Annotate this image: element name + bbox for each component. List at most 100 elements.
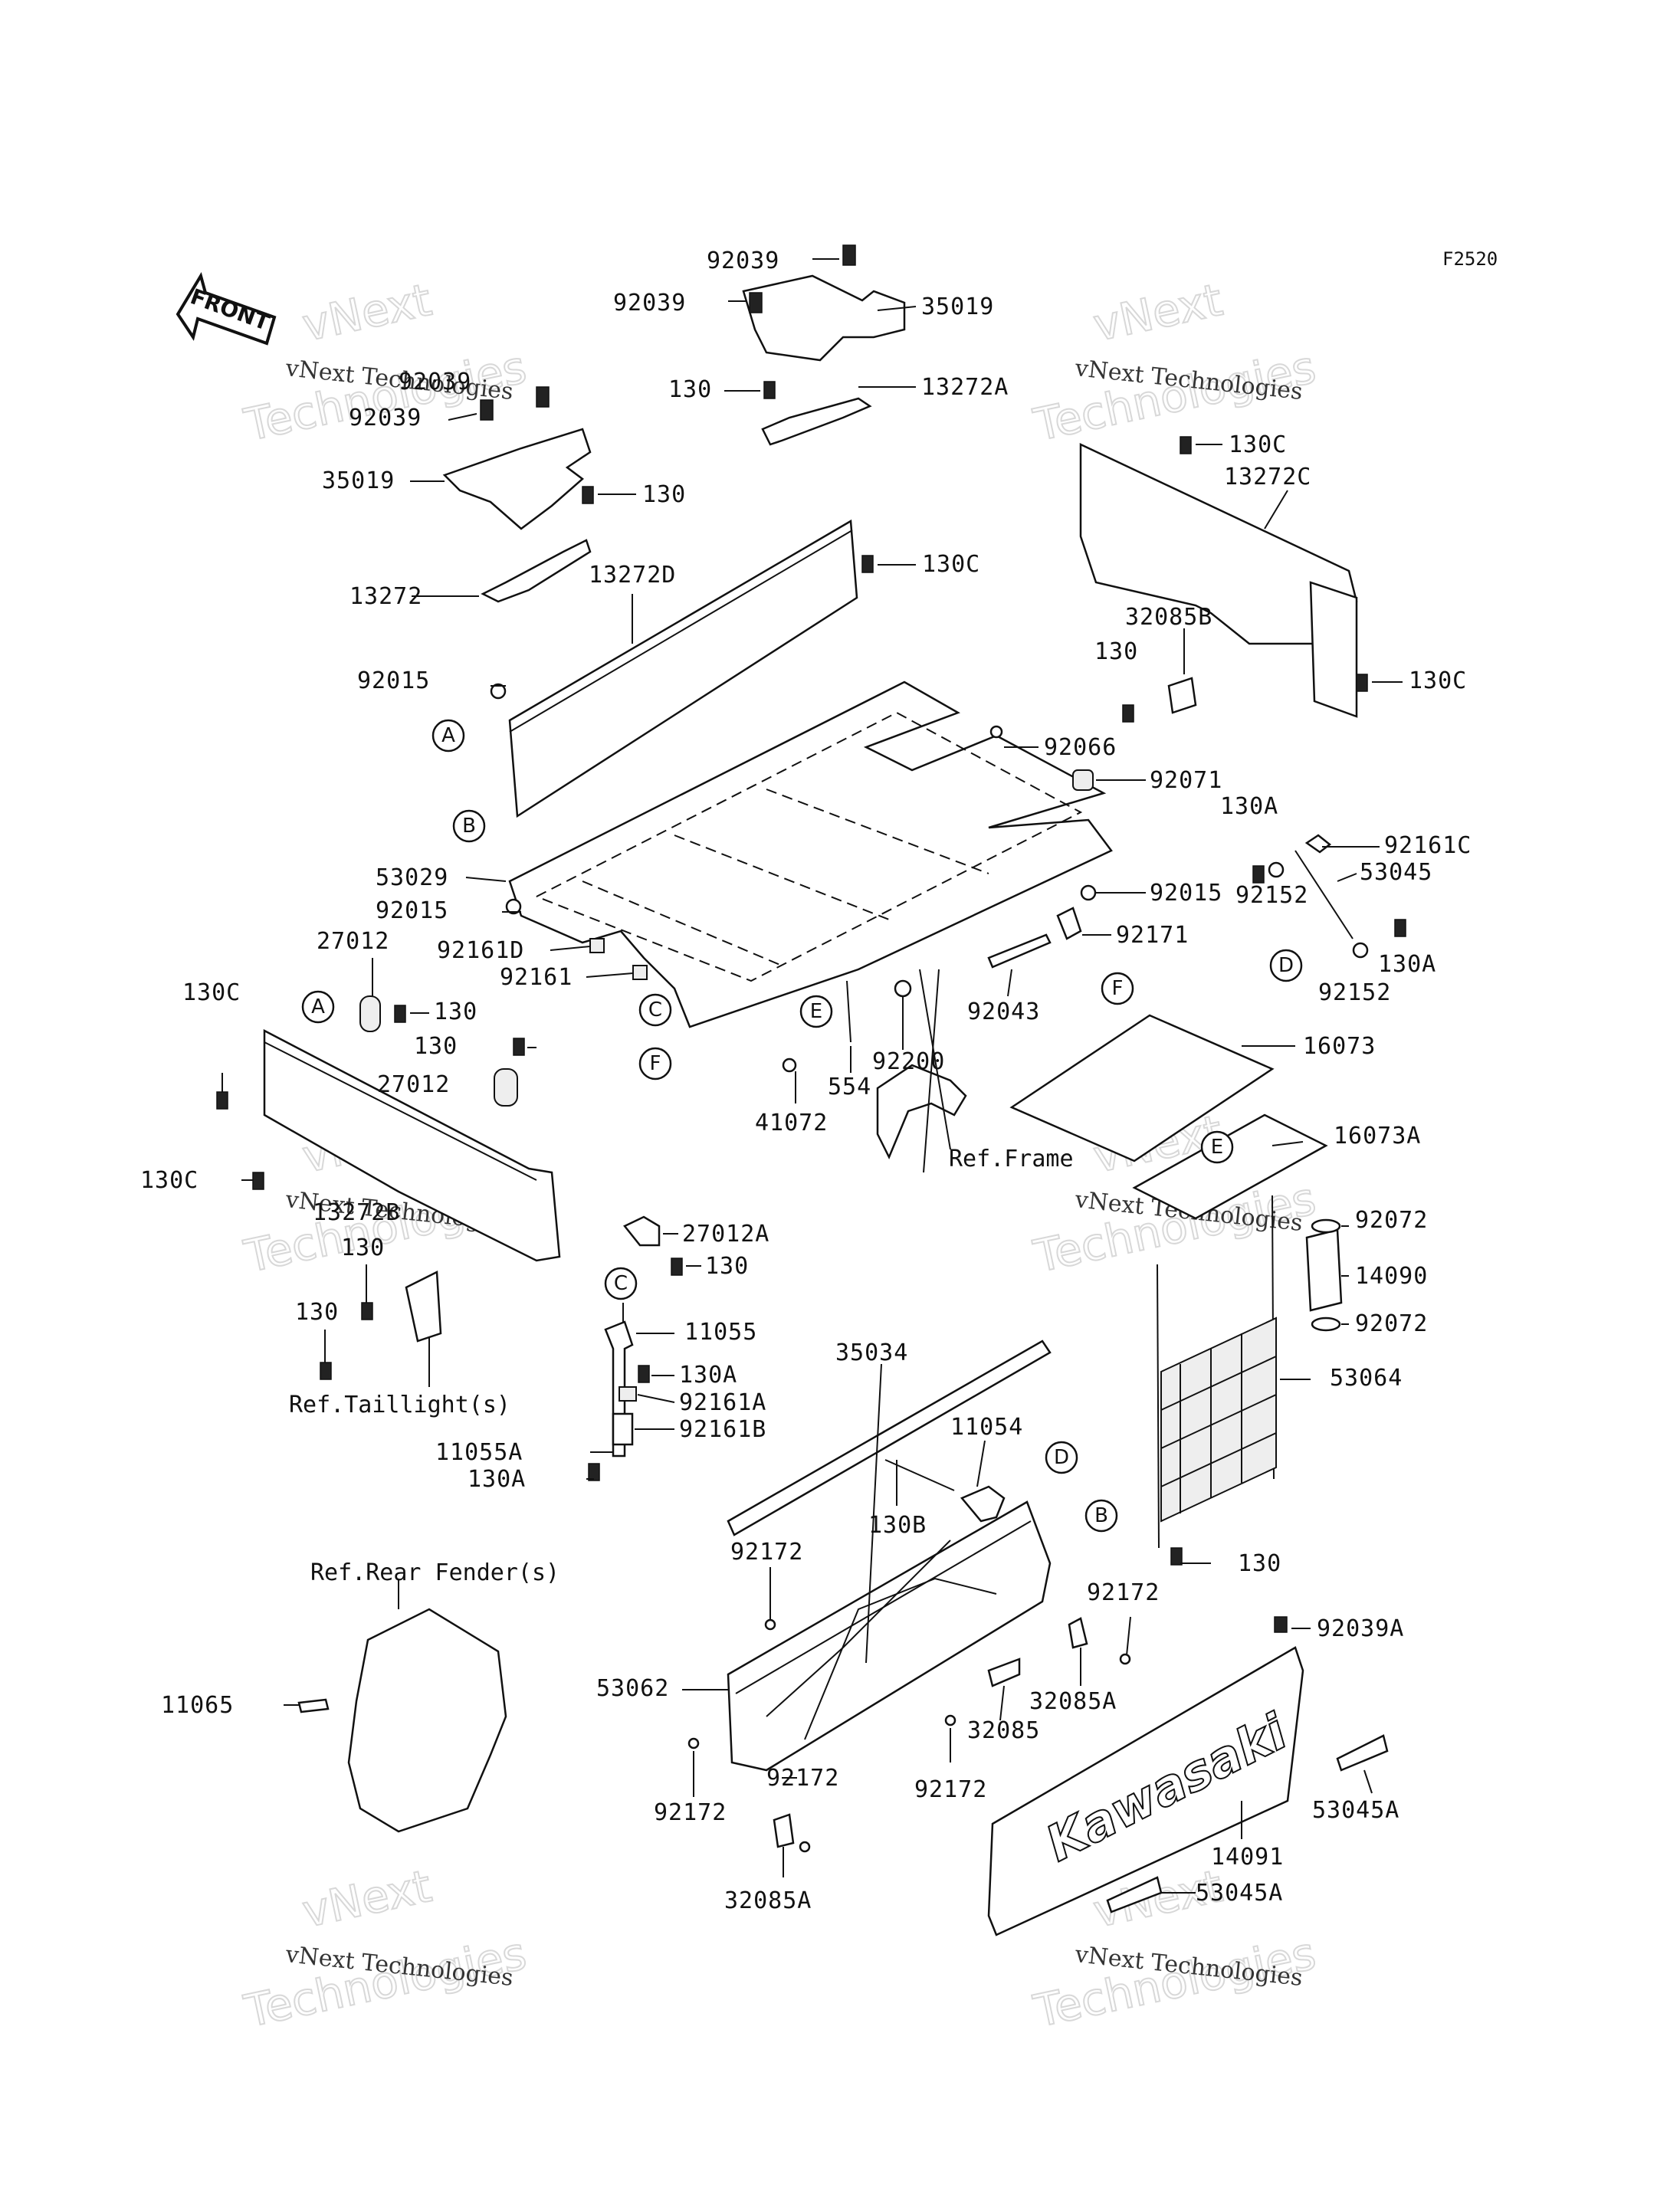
part-label: 92172	[730, 1539, 803, 1566]
part-label: 130	[434, 998, 477, 1025]
callout-a-top	[431, 719, 465, 753]
bolt-92039-l2	[480, 399, 494, 421]
bracket-taillight	[405, 1271, 442, 1343]
svg-text:B: B	[462, 815, 476, 838]
callout-b-net	[1084, 1499, 1118, 1533]
svg-text:A: A	[311, 995, 325, 1018]
part-label: 92172	[1087, 1579, 1160, 1606]
part-number-labels: 92039 92039 35019 130 13272A 92039 92039…	[140, 248, 1472, 1914]
screw-92172-e	[799, 1841, 811, 1853]
svg-text:vNext: vNext	[298, 274, 436, 352]
svg-text:C: C	[614, 1272, 628, 1295]
part-label: 11055A	[435, 1439, 523, 1466]
callout-e-top	[799, 995, 833, 1028]
part-label: 130C	[182, 979, 241, 1006]
part-label: 92171	[1116, 922, 1189, 949]
svg-text:B: B	[1094, 1504, 1108, 1527]
part-label: 92015	[357, 667, 430, 694]
part-label: 53064	[1330, 1365, 1403, 1392]
part-label: 130A	[1378, 951, 1436, 978]
bushing-92161b	[612, 1412, 634, 1446]
bolt-130c-l2	[252, 1172, 264, 1190]
part-label: 92161C	[1384, 832, 1472, 859]
callout-f-top	[638, 1047, 672, 1080]
cushion-92071	[1072, 769, 1094, 791]
part-label: 92161B	[679, 1416, 766, 1443]
svg-text:F: F	[650, 1052, 661, 1075]
part-label: 53045A	[1196, 1880, 1283, 1907]
part-label: 92015	[376, 897, 448, 924]
bracket-32085	[987, 1658, 1021, 1687]
callout-d-right	[1269, 949, 1303, 982]
svg-text:A: A	[441, 724, 455, 747]
frame-reference	[876, 1064, 967, 1160]
hinge-92171	[1056, 907, 1082, 940]
bolt-130-net	[1170, 1547, 1183, 1566]
part-label: 130	[1094, 638, 1138, 665]
part-label: 130	[668, 376, 712, 403]
bracket-13272	[481, 539, 592, 603]
part-label: 92172	[914, 1776, 987, 1803]
part-label: 32085A	[1029, 1688, 1117, 1715]
part-label: 53062	[596, 1675, 669, 1702]
nut-92015-a	[490, 683, 507, 700]
svg-text:vNext: vNext	[298, 1860, 436, 1938]
bolt-92039a	[1274, 1616, 1288, 1633]
leader-lines	[221, 258, 1403, 1894]
part-label: 11055	[684, 1319, 757, 1346]
loop-27012-a	[359, 995, 381, 1032]
callout-d-hinge	[1045, 1441, 1078, 1474]
callout-a-left	[301, 990, 335, 1024]
part-label: 92152	[1318, 979, 1391, 1006]
bolt-130c-l1	[216, 1091, 228, 1110]
part-label: 11065	[161, 1692, 234, 1719]
bolt-130c-d	[861, 555, 874, 573]
screw-92172-b	[1119, 1653, 1131, 1665]
part-label: 32085A	[724, 1887, 812, 1914]
part-label: 130	[341, 1235, 385, 1261]
part-label: 92172	[654, 1799, 727, 1826]
svg-text:D: D	[1278, 954, 1294, 977]
part-label: 16073A	[1334, 1123, 1421, 1149]
bolt-130a-c1	[638, 1365, 650, 1383]
screw-92172-a	[764, 1618, 776, 1631]
bracket-13272a	[761, 397, 872, 446]
callout-b-top	[452, 809, 486, 843]
part-label: 130A	[1220, 793, 1278, 820]
part-label: 92039A	[1317, 1615, 1404, 1642]
cargo-net-53064	[1157, 1195, 1277, 1549]
part-label: 27012	[317, 928, 389, 955]
part-label: 92043	[967, 998, 1040, 1025]
part-label: 53045A	[1312, 1797, 1399, 1824]
panel-13272b	[263, 1028, 561, 1262]
part-label: 11054	[950, 1414, 1023, 1441]
washer-92200	[894, 979, 912, 998]
part-label: 92015	[1150, 880, 1222, 907]
collar-92152-a	[1268, 861, 1285, 878]
bracket-32085a-b	[773, 1813, 795, 1848]
bushing-92161	[632, 965, 648, 980]
part-label: 32085B	[1125, 604, 1212, 631]
strip-35034	[727, 1340, 1052, 1536]
part-label: 92152	[1235, 882, 1308, 909]
loop-27012-b	[494, 1068, 518, 1107]
ring-92072-b	[1311, 1317, 1341, 1332]
collar-92152-b	[1352, 942, 1369, 959]
part-label: 32085	[967, 1717, 1040, 1744]
part-label: 35034	[835, 1340, 908, 1366]
part-label: 92172	[766, 1765, 839, 1792]
screw-92172-d	[687, 1737, 700, 1749]
bolt-130a-r1	[1252, 865, 1265, 884]
part-label: 92072	[1355, 1207, 1428, 1234]
part-label: 92071	[1150, 767, 1222, 794]
part-label: 92066	[1044, 734, 1117, 761]
bracket-32085b	[1167, 677, 1197, 714]
screw-92172-c	[944, 1714, 956, 1726]
plate-35019-left	[442, 428, 592, 530]
part-label: 130A	[679, 1362, 737, 1389]
part-label: 13272A	[921, 374, 1009, 401]
bushing-92161d	[589, 938, 605, 953]
callout-letters: A B A C E F D F E C D B	[301, 719, 1303, 1533]
bolt-130-left	[582, 486, 594, 504]
svg-text:C: C	[648, 998, 662, 1021]
